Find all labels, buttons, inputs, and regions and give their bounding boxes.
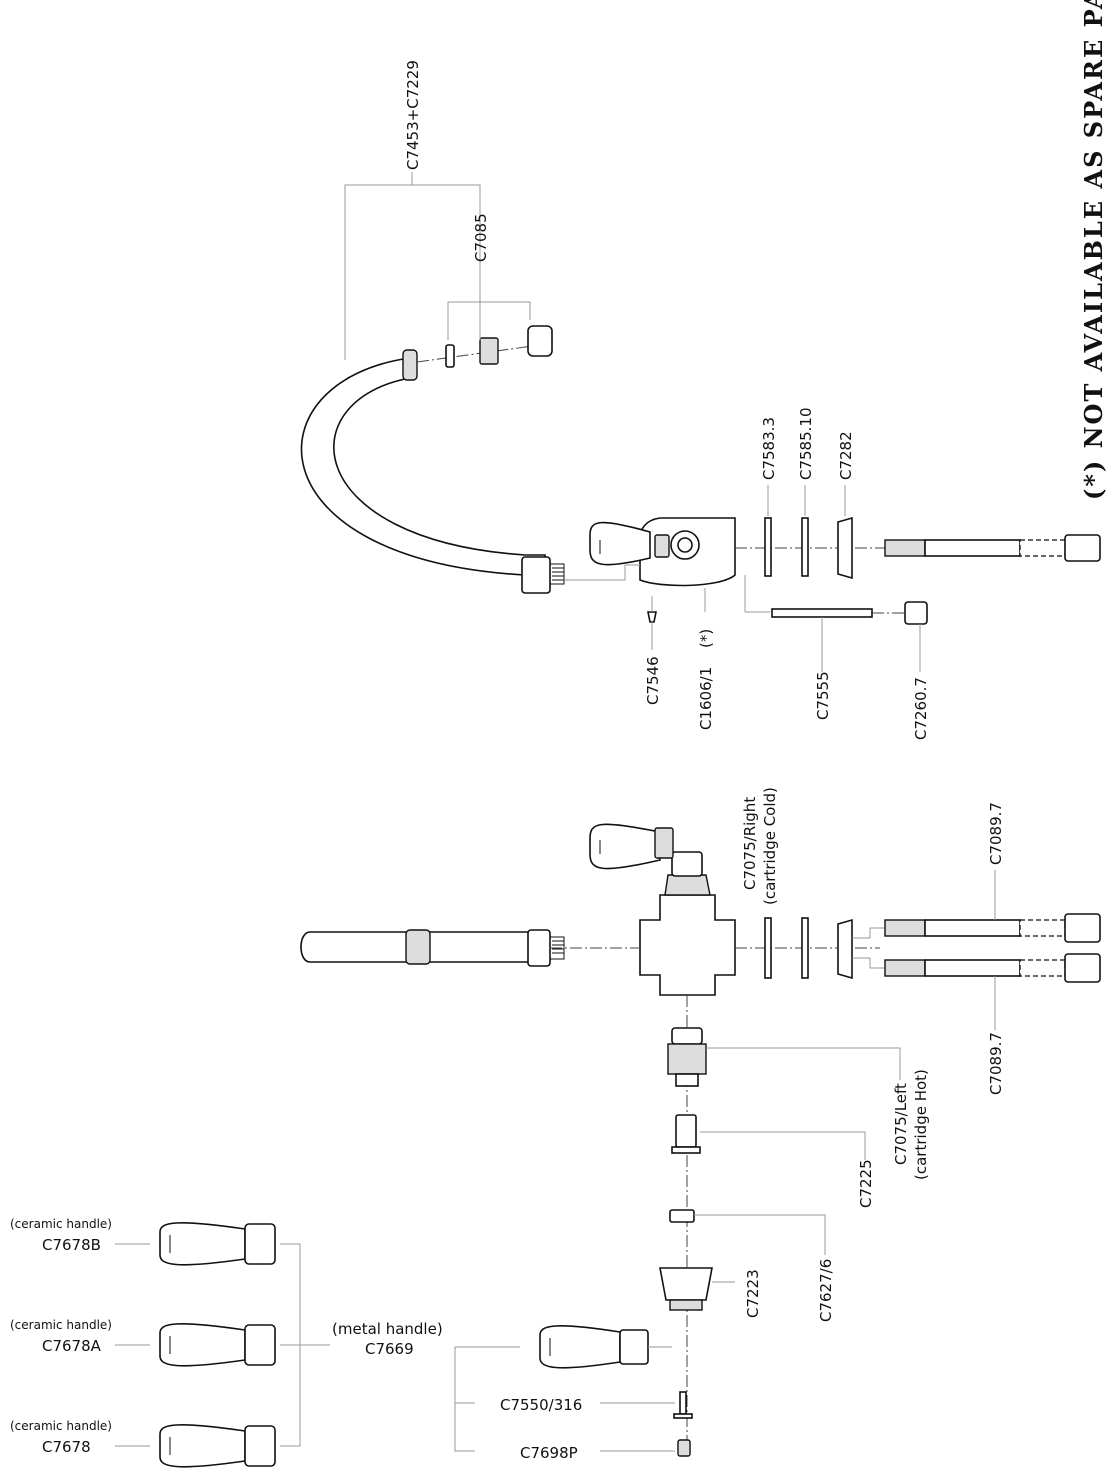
straight-spout xyxy=(300,929,565,967)
gasket-middle-b xyxy=(801,917,809,979)
aerator xyxy=(416,325,553,368)
c7678-sub: (ceramic handle) xyxy=(10,1419,112,1433)
gasket-middle-a xyxy=(764,917,772,979)
shroud-c7223 xyxy=(659,1267,713,1311)
c7223-label: C7223 xyxy=(744,1269,762,1318)
c7089b-label: C7089.7 xyxy=(987,1032,1005,1095)
c7089a-label: C7089.7 xyxy=(987,802,1005,865)
spare-part-note: (*) NOT AVAILABLE AS SPARE PART xyxy=(1079,0,1106,500)
c7075r-sub: (cartridge Cold) xyxy=(761,787,779,905)
c7585-label: C7585.10 xyxy=(797,407,815,480)
gasket-c7583 xyxy=(764,517,772,577)
grub-screw xyxy=(647,611,657,623)
c7075r-label: C7075/Right xyxy=(741,797,759,890)
spindle-adaptor xyxy=(671,1114,701,1154)
rod-c7555 xyxy=(771,608,873,618)
tee-body xyxy=(589,823,736,996)
flex-hose-b xyxy=(884,953,1101,983)
ceramic-handle-a xyxy=(159,1323,276,1367)
c7678a-label: C7678A xyxy=(42,1337,102,1355)
c7550-label: C7550/316 xyxy=(500,1396,582,1414)
c7075l-label: C7075/Left xyxy=(892,1083,910,1165)
c7583-label: C7583.3 xyxy=(760,417,778,480)
c7085-label: C7085 xyxy=(472,213,490,262)
flex-hose-upper xyxy=(884,534,1101,562)
c7555-label: C7555 xyxy=(814,671,832,720)
c7669-sub: (metal handle) xyxy=(332,1320,443,1338)
c1606-label: C1606/1 xyxy=(697,667,715,730)
c7678b-sub: (ceramic handle) xyxy=(10,1217,112,1231)
c7260-label: C7260.7 xyxy=(912,677,930,740)
cartridge xyxy=(667,1027,707,1087)
c7669-label: C7669 xyxy=(365,1340,414,1358)
gasket-c7585 xyxy=(801,517,809,577)
c7698p-label: C7698P xyxy=(520,1444,578,1462)
c7453-leader xyxy=(344,184,481,360)
metal-handle xyxy=(539,1325,649,1369)
c7678a-sub: (ceramic handle) xyxy=(10,1318,112,1332)
c7085-leader xyxy=(447,301,531,340)
c7627-label: C7627/6 xyxy=(817,1259,835,1322)
nut-c7282 xyxy=(837,516,853,580)
c7282-label: C7282 xyxy=(837,431,855,480)
cap-c7260 xyxy=(904,601,928,625)
washer-c7627 xyxy=(669,1209,695,1223)
curved-spout xyxy=(300,349,565,594)
flex-hose-a xyxy=(884,913,1101,943)
c7453-label: C7453+C7229 xyxy=(404,60,422,170)
c7075l-sub: (cartridge Hot) xyxy=(912,1069,930,1180)
cap-c7698p xyxy=(677,1439,691,1457)
c1606-star: (*) xyxy=(697,629,715,648)
ceramic-handle-b xyxy=(159,1222,276,1266)
c7678-label: C7678 xyxy=(42,1438,91,1456)
c7225-label: C7225 xyxy=(857,1159,875,1208)
lever-body xyxy=(589,517,736,587)
c7678b-label: C7678B xyxy=(42,1236,101,1254)
screw-c7550 xyxy=(673,1391,693,1419)
ceramic-handle xyxy=(159,1424,276,1468)
c7546-label: C7546 xyxy=(644,656,662,705)
nut-middle xyxy=(837,918,853,980)
